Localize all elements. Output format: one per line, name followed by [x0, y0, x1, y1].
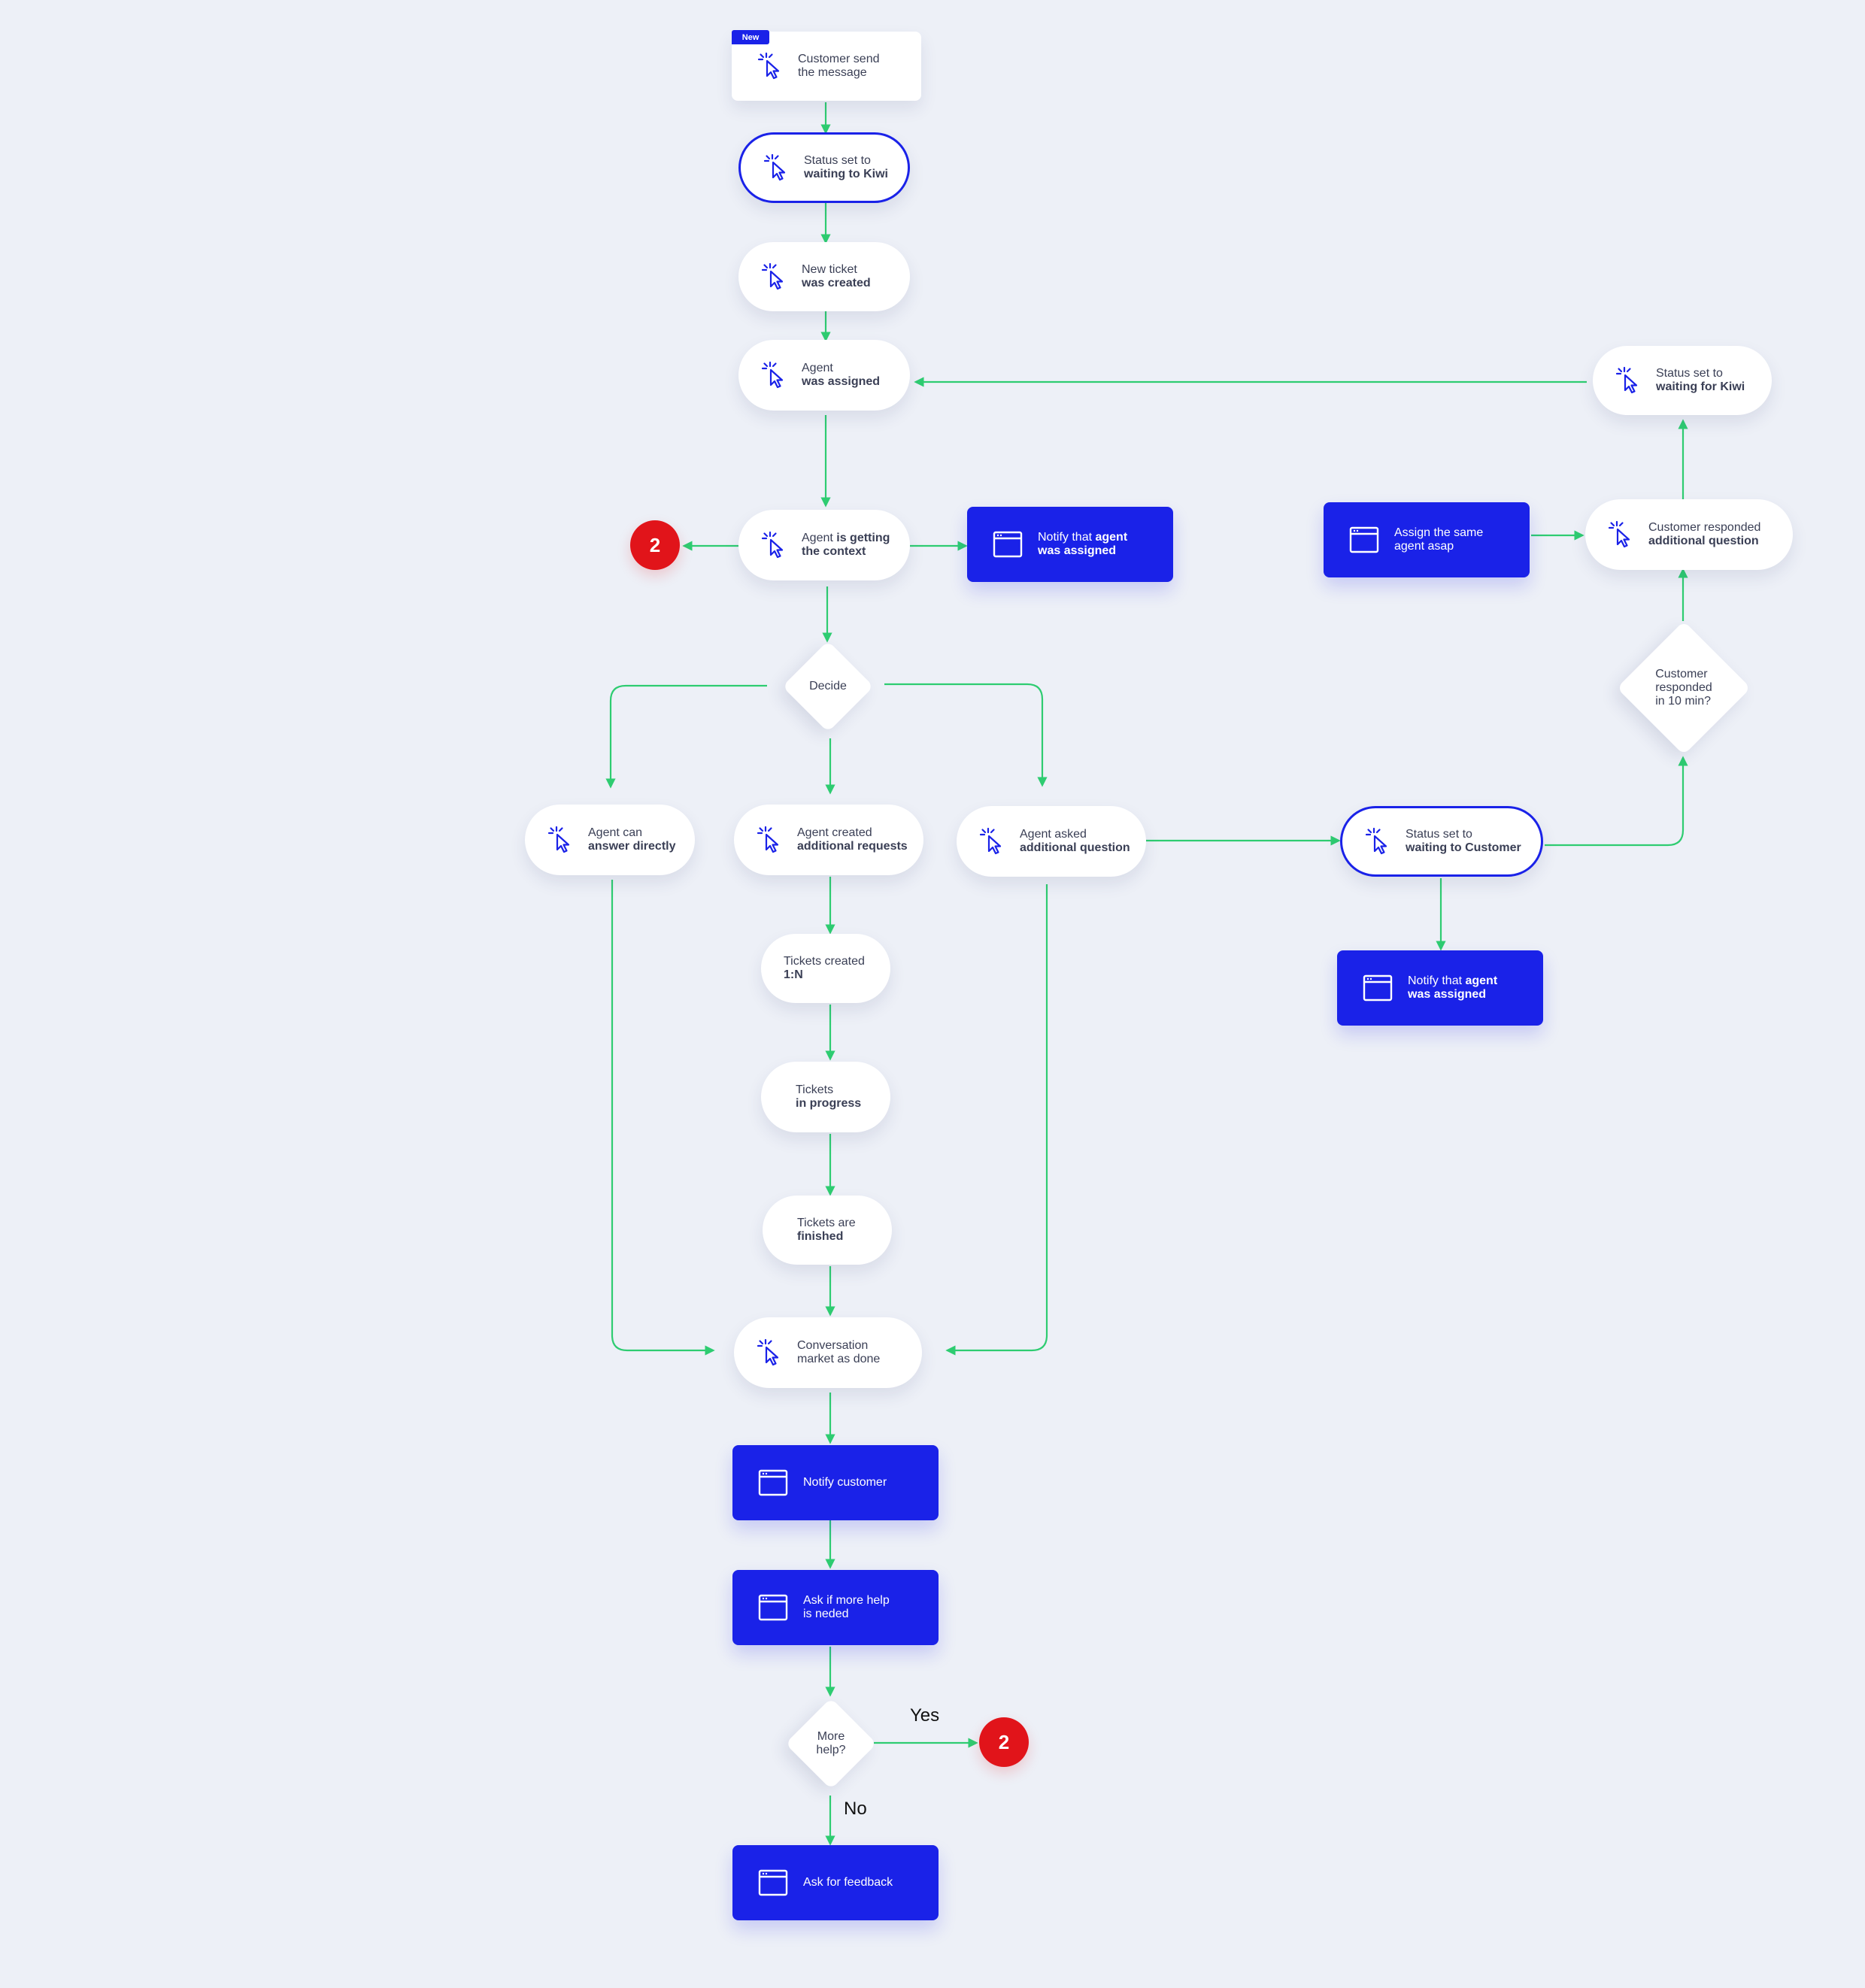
node-text: Ask for feedback — [803, 1876, 893, 1889]
edge-decide-to-question — [884, 683, 1048, 787]
edge-decide-to-answer — [605, 684, 767, 789]
browser-window-icon — [758, 1869, 788, 1896]
edge-question-to-conversation — [945, 884, 1048, 1356]
cursor-click-icon — [761, 361, 784, 389]
decision-text: Decide — [809, 680, 847, 692]
cursor-click-icon — [761, 262, 784, 290]
cursor-click-icon — [757, 826, 779, 853]
edge-label-no: No — [844, 1799, 867, 1819]
new-badge: New — [732, 30, 769, 44]
connector-badge-2-bottom[interactable]: 2 — [979, 1717, 1029, 1767]
cursor-click-icon — [757, 1338, 779, 1366]
node-text: Notify customer — [803, 1476, 887, 1489]
cursor-click-icon — [979, 827, 1002, 855]
edge-status-customer-to-decision — [1545, 756, 1688, 847]
browser-window-icon — [1349, 526, 1379, 553]
cursor-click-icon — [1608, 520, 1630, 548]
cursor-click-icon — [761, 531, 784, 559]
connector-badge-2[interactable]: 2 — [630, 520, 680, 570]
cursor-click-icon — [757, 52, 780, 80]
browser-window-icon — [993, 531, 1023, 558]
browser-window-icon — [758, 1594, 788, 1621]
node-ask-for-feedback[interactable]: Ask for feedback — [732, 1845, 939, 1920]
edge-label-yes: Yes — [910, 1705, 940, 1726]
node-decide[interactable]: Decide — [782, 641, 874, 732]
browser-window-icon — [1363, 974, 1393, 1002]
node-notify-customer[interactable]: Notify customer — [732, 1445, 939, 1520]
cursor-click-icon — [763, 153, 786, 181]
cursor-click-icon — [1615, 366, 1638, 394]
cursor-click-icon — [1365, 827, 1387, 855]
browser-window-icon — [758, 1469, 788, 1496]
cursor-click-icon — [547, 826, 570, 853]
edge-answer-to-conversation — [611, 880, 715, 1356]
